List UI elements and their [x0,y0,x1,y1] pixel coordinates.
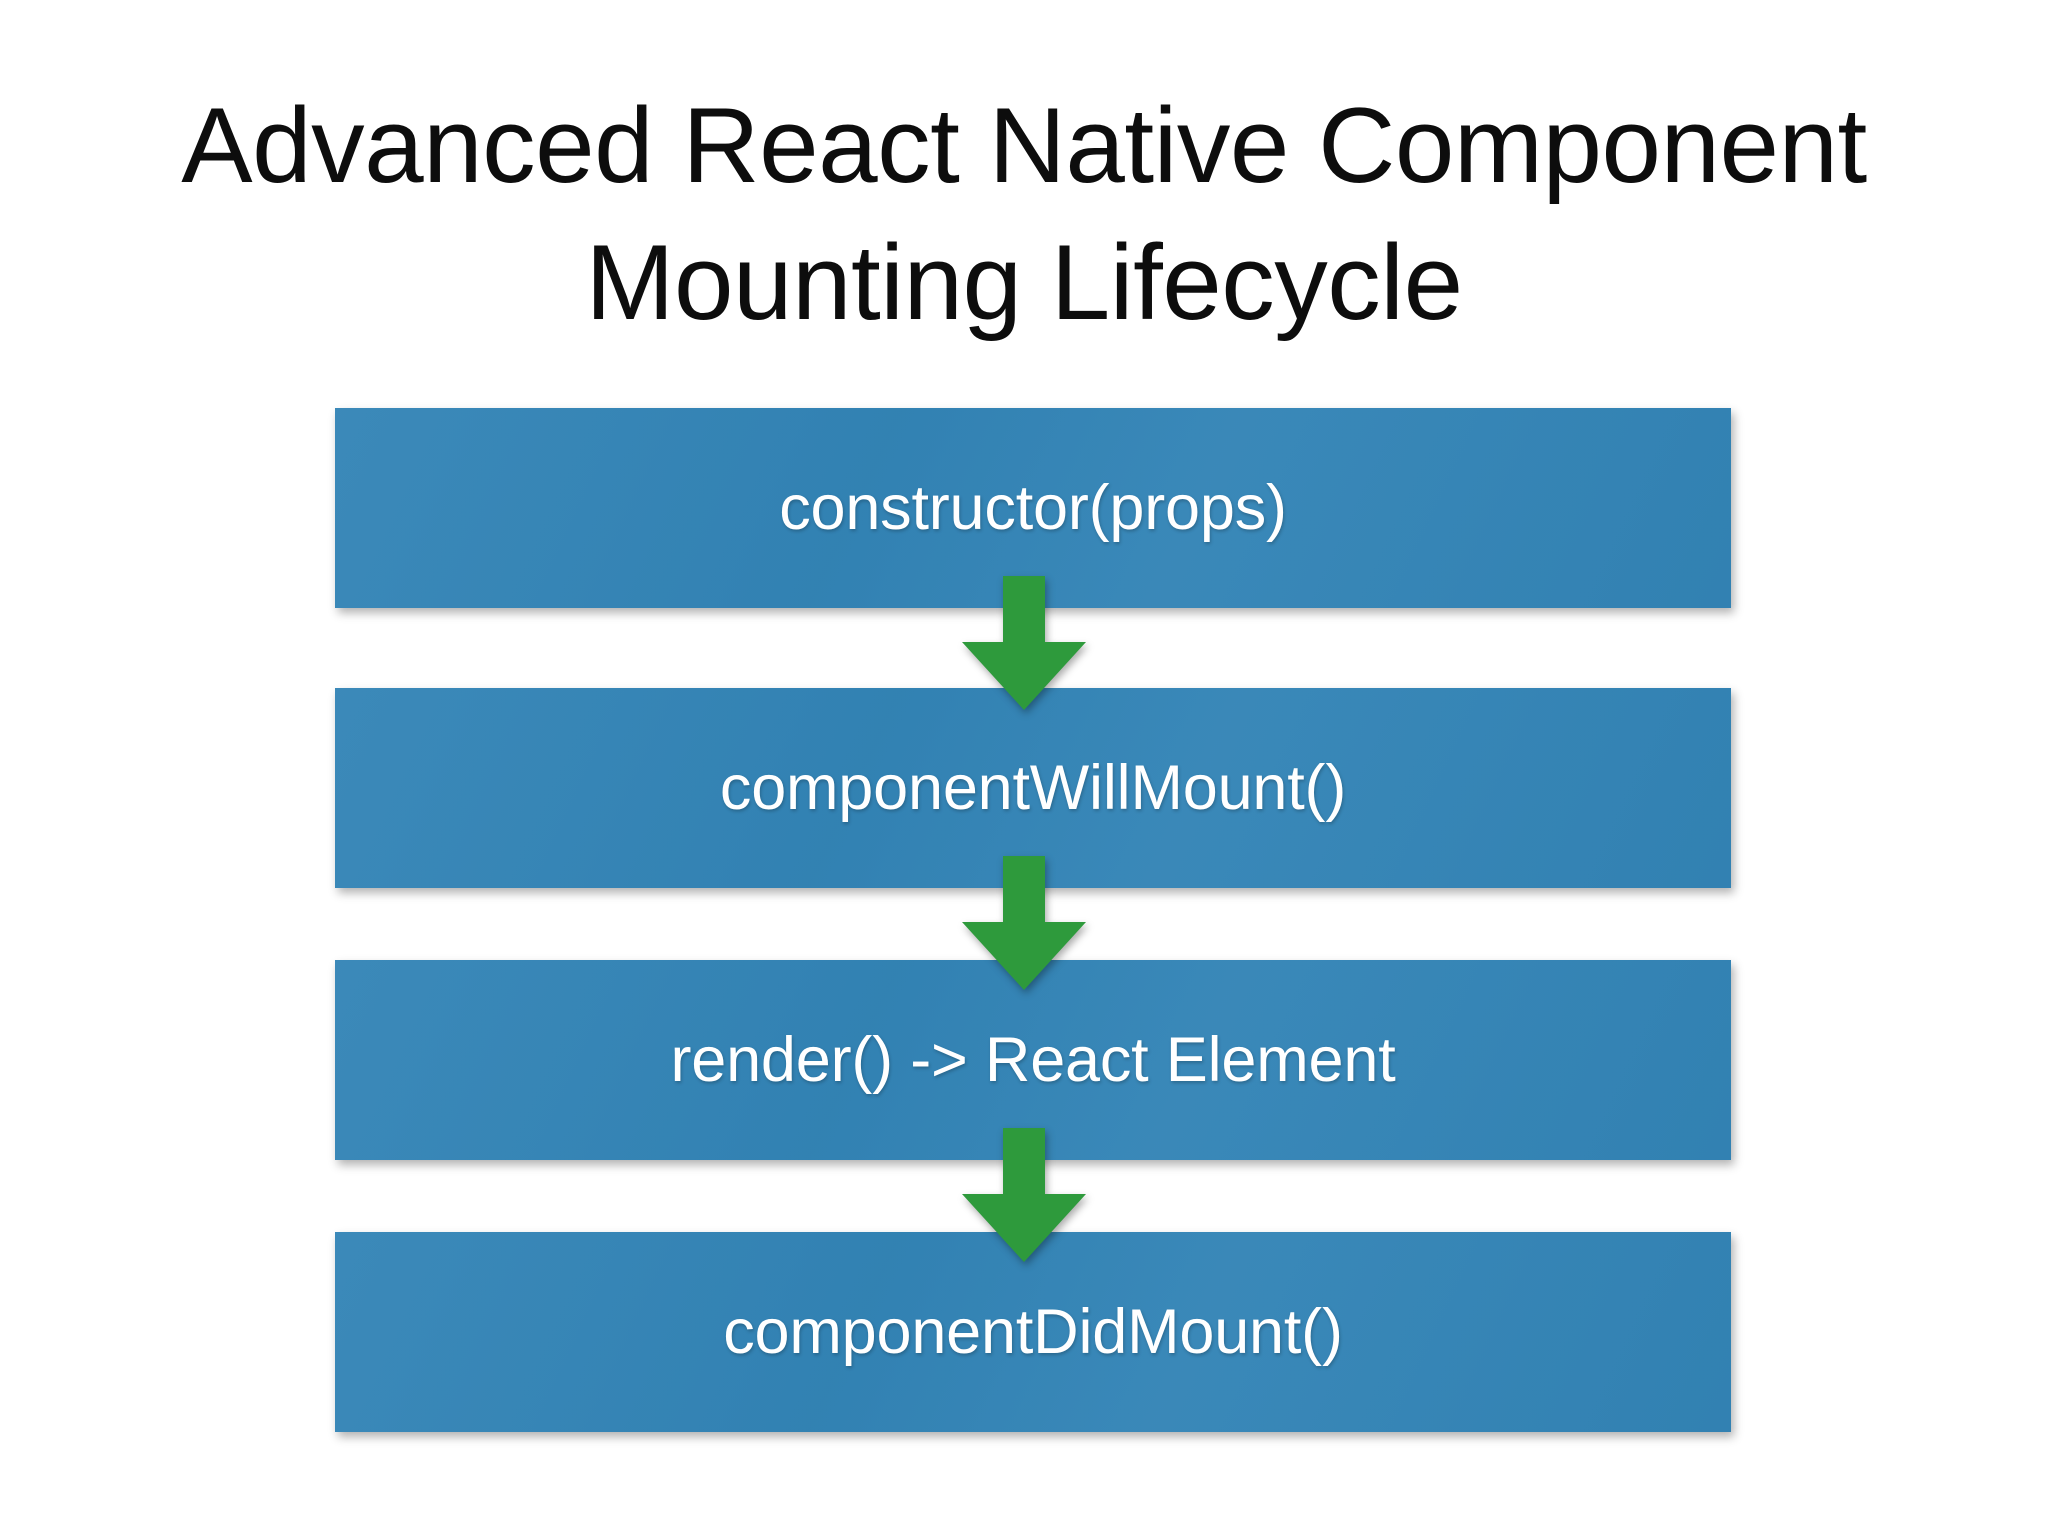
page-title-line-1: Advanced React Native Component [181,85,1867,205]
flow-step-label: componentDidMount() [723,1296,1343,1367]
flow-step-component-will-mount: componentWillMount() [335,688,1731,888]
arrow-down-icon [958,576,1090,710]
flow-step-label: constructor(props) [779,472,1287,543]
flow-step-component-did-mount: componentDidMount() [335,1232,1731,1432]
flow-step-label: render() -> React Element [670,1024,1396,1095]
arrow-down-icon [958,856,1090,990]
arrow-down-icon [958,1128,1090,1262]
page-title-line-2: Mounting Lifecycle [585,222,1463,342]
page-title: Advanced React Native Component Mounting… [0,92,2048,336]
flow-step-constructor: constructor(props) [335,408,1731,608]
flow-step-render: render() -> React Element [335,960,1731,1160]
flow-step-label: componentWillMount() [719,752,1347,823]
mounting-lifecycle-flow-diagram: constructor(props) componentWillMount() … [335,408,1731,1438]
